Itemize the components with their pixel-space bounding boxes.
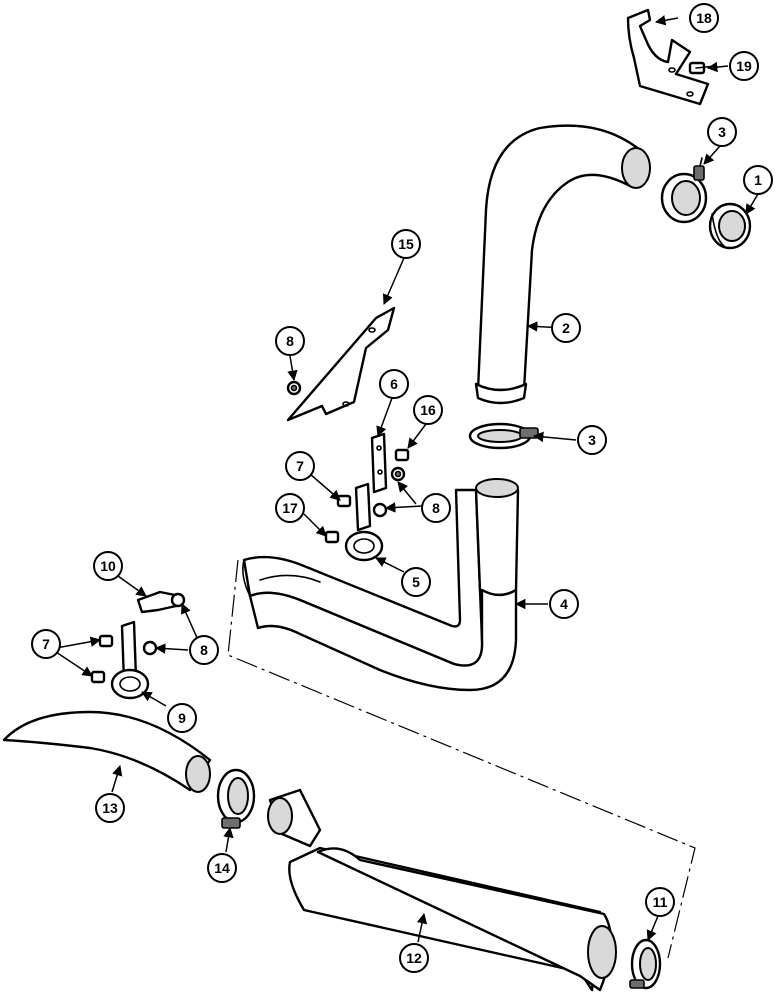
svg-text:8: 8 <box>286 333 294 349</box>
svg-text:3: 3 <box>588 432 596 448</box>
callout-3-middle: 3 <box>577 425 607 455</box>
clamp-11 <box>629 938 662 990</box>
svg-text:17: 17 <box>282 500 298 516</box>
svg-text:11: 11 <box>653 894 668 910</box>
callout-13: 13 <box>95 793 125 823</box>
callout-1: 1 <box>743 165 773 195</box>
callout-7-middle: 7 <box>285 451 315 481</box>
svg-text:6: 6 <box>390 376 398 392</box>
callout-8-middle: 8 <box>421 493 451 523</box>
nut-8-middle <box>390 466 406 482</box>
callout-5: 5 <box>401 567 431 597</box>
svg-text:8: 8 <box>200 642 208 658</box>
callout-18: 18 <box>689 3 719 33</box>
lower-pipe-4 <box>242 478 520 692</box>
svg-text:2: 2 <box>562 320 570 336</box>
callout-11: 11 <box>645 887 675 917</box>
svg-text:8: 8 <box>432 500 440 516</box>
leader-lines <box>55 15 759 943</box>
upper-pipe-2 <box>474 124 651 405</box>
callout-3-upper: 3 <box>707 117 737 147</box>
callout-14: 14 <box>207 853 237 883</box>
callout-6: 6 <box>379 369 409 399</box>
svg-text:19: 19 <box>736 58 752 74</box>
alignment-lines <box>227 559 696 959</box>
callout-8-upper: 8 <box>275 326 305 356</box>
strap-bracket-6 <box>370 432 388 494</box>
callout-2: 2 <box>551 313 581 343</box>
muffler-12 <box>267 788 617 992</box>
clamp-14 <box>216 768 256 829</box>
mounting-bracket-18 <box>626 8 710 106</box>
bolt-16 <box>394 448 410 462</box>
clamp-3-upper <box>660 157 708 224</box>
svg-text:13: 13 <box>102 800 118 816</box>
adapter-ring-1 <box>708 202 752 250</box>
svg-text:3: 3 <box>718 124 726 140</box>
svg-text:9: 9 <box>178 710 186 726</box>
svg-text:5: 5 <box>412 574 420 590</box>
svg-text:15: 15 <box>398 236 414 252</box>
callout-10: 10 <box>93 551 123 581</box>
nut-8-upper-left <box>286 380 302 396</box>
callout-16: 16 <box>413 395 443 425</box>
callout-7-left: 7 <box>31 629 61 659</box>
callout-8-left: 8 <box>189 635 219 665</box>
callout-19: 19 <box>729 51 759 81</box>
svg-text:14: 14 <box>214 860 230 876</box>
tail-pipe-13 <box>2 710 212 793</box>
shield-bracket-15 <box>286 306 396 422</box>
hanger-clamp-5 <box>324 482 388 562</box>
svg-text:1: 1 <box>754 172 762 188</box>
svg-text:7: 7 <box>42 636 50 652</box>
svg-text:10: 10 <box>100 558 116 574</box>
callout-12: 12 <box>399 943 429 973</box>
svg-text:4: 4 <box>560 596 568 612</box>
callout-4: 4 <box>549 589 579 619</box>
callout-9: 9 <box>167 703 197 733</box>
clamp-3-middle <box>468 422 539 450</box>
callout-17: 17 <box>275 493 305 523</box>
svg-text:7: 7 <box>296 458 304 474</box>
hanger-assembly-9-10 <box>90 590 186 700</box>
svg-text:18: 18 <box>696 10 712 26</box>
svg-text:16: 16 <box>420 402 436 418</box>
callout-15: 15 <box>391 229 421 259</box>
svg-text:12: 12 <box>406 950 422 966</box>
